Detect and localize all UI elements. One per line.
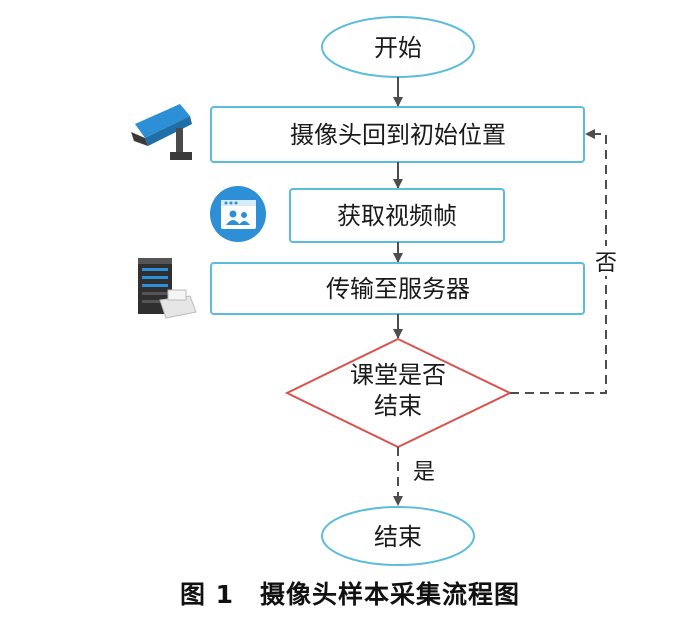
camera-icon — [131, 104, 192, 160]
step3-box: 传输至服务器 — [210, 262, 585, 315]
step2-box: 获取视频帧 — [289, 188, 505, 243]
no-label: 否 — [595, 251, 617, 276]
start-label: 开始 — [374, 34, 422, 62]
server-icon — [138, 258, 197, 319]
step3-label: 传输至服务器 — [326, 275, 470, 303]
decision-label-line2: 结束 — [374, 392, 422, 420]
video-window-icon — [210, 186, 266, 242]
step1-label: 摄像头回到初始位置 — [290, 121, 506, 149]
end-node: 结束 — [321, 506, 475, 566]
step2-label: 获取视频帧 — [337, 202, 457, 230]
yes-label: 是 — [413, 460, 435, 485]
decision-label-line1: 课堂是否 — [350, 361, 446, 389]
figure-caption: 图 1 摄像头样本采集流程图 — [179, 580, 521, 609]
end-label: 结束 — [374, 523, 422, 551]
start-node: 开始 — [321, 16, 475, 78]
decision-diamond: 课堂是否 结束 — [284, 337, 513, 449]
step1-box: 摄像头回到初始位置 — [210, 106, 585, 163]
